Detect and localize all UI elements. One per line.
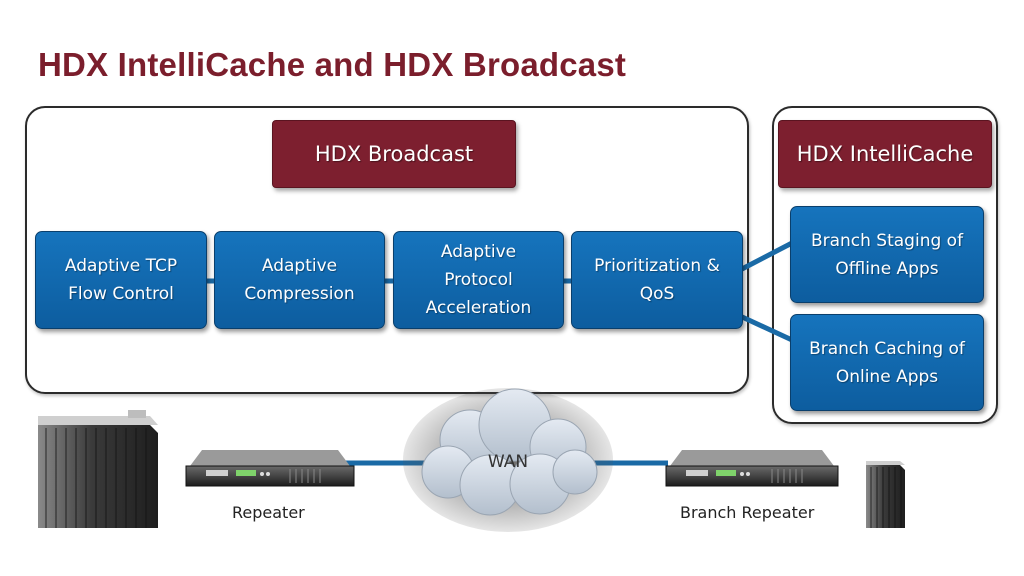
wan-label: WAN [487, 452, 529, 472]
feature-prioritization-qos: Prioritization & QoS [571, 231, 743, 329]
headquarters-building-icon [38, 410, 158, 528]
wan-cloud-icon [403, 388, 613, 532]
branch-building-icon [866, 461, 905, 528]
connector-to-staging [738, 240, 794, 273]
feature-label: Adaptive TCP Flow Control [64, 256, 178, 304]
branch-repeater-appliance-icon [665, 450, 839, 487]
repeater-label: Repeater [232, 503, 305, 522]
feature-label: Adaptive Compression [244, 256, 355, 304]
connector-to-caching [738, 313, 794, 343]
feature-label: Branch Staging of Offline Apps [810, 230, 964, 279]
feature-adaptive-protocol-acceleration: Adaptive Protocol Acceleration [393, 231, 564, 329]
feature-adaptive-tcp-flow-control: Adaptive TCP Flow Control [35, 231, 207, 329]
page-title: HDX IntelliCache and HDX Broadcast [38, 46, 627, 83]
feature-branch-caching-online-apps: Branch Caching of Online Apps [790, 314, 984, 411]
hdx-broadcast-banner: HDX Broadcast [272, 120, 516, 188]
repeater-appliance-icon [185, 450, 355, 487]
feature-adaptive-compression: Adaptive Compression [214, 231, 385, 329]
hdx-intellicache-banner: HDX IntelliCache [778, 120, 992, 188]
feature-label: Prioritization & QoS [594, 256, 720, 304]
branch-repeater-label: Branch Repeater [680, 503, 815, 522]
feature-label: Branch Caching of Online Apps [809, 338, 965, 387]
feature-branch-staging-offline-apps: Branch Staging of Offline Apps [790, 206, 984, 303]
feature-label: Adaptive Protocol Acceleration [425, 242, 532, 318]
